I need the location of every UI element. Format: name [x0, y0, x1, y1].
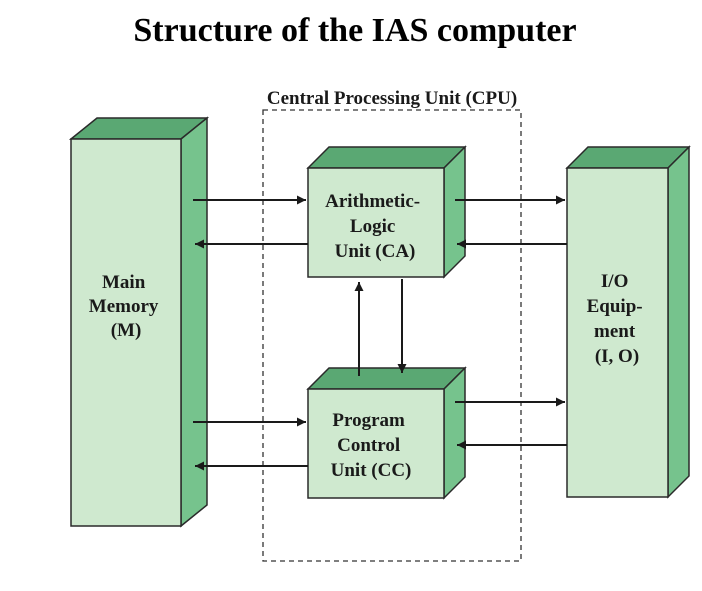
main-memory-front-face: [70, 138, 182, 527]
main-memory-label-line-2: Memory: [89, 296, 159, 317]
svg-text:I/O Equip- ment: I/O Equip- ment (I, O): [587, 271, 648, 367]
pcu-top-face: [306, 367, 467, 390]
cpu-label: Central Processing Unit (CPU): [267, 88, 517, 109]
io-label-line-2: Equip-: [587, 296, 643, 317]
io-label-line-3: ment: [594, 321, 636, 342]
io-label-line-4: (I, O): [595, 346, 639, 367]
page-title: Structure of the IAS computer: [133, 12, 577, 49]
pcu-front-face: [307, 388, 445, 499]
alu-label-line-3: Unit (CA): [335, 241, 416, 262]
svg-text:Program Control Un: Program Control Unit (CC): [331, 410, 412, 481]
io-label-line-1: I/O: [601, 271, 628, 292]
cpu-boundary: [262, 109, 522, 562]
main-memory-box: Main Memory (M): [68, 116, 210, 528]
alu-side-face: [443, 145, 466, 279]
main-memory-label-line-3: (M): [111, 320, 142, 341]
pcu-label-line-3: Unit (CC): [331, 460, 412, 481]
io-side-face: [667, 145, 690, 499]
svg-text:Arithmetic- Logic: Arithmetic- Logic Unit (CA): [325, 191, 425, 262]
pcu-box: Program Control Unit (CC): [306, 366, 467, 500]
alu-top-face: [306, 146, 467, 169]
io-box: I/O Equip- ment (I, O): [565, 145, 691, 499]
main-memory-side-face: [180, 116, 208, 528]
pcu-label-line-2: Control: [337, 435, 400, 456]
io-front-face: [566, 167, 669, 498]
pcu-side-face: [443, 366, 466, 500]
alu-box: Arithmetic- Logic Unit (CA): [306, 145, 467, 279]
main-memory-label-line-1: Main: [102, 272, 146, 293]
alu-label-line-2: Logic: [350, 216, 395, 237]
svg-text:Main Memory (M): Main Memory (M): [89, 272, 163, 341]
alu-front-face: [307, 167, 445, 278]
pcu-label-line-1: Program: [332, 410, 405, 431]
alu-label-line-1: Arithmetic-: [325, 191, 420, 212]
